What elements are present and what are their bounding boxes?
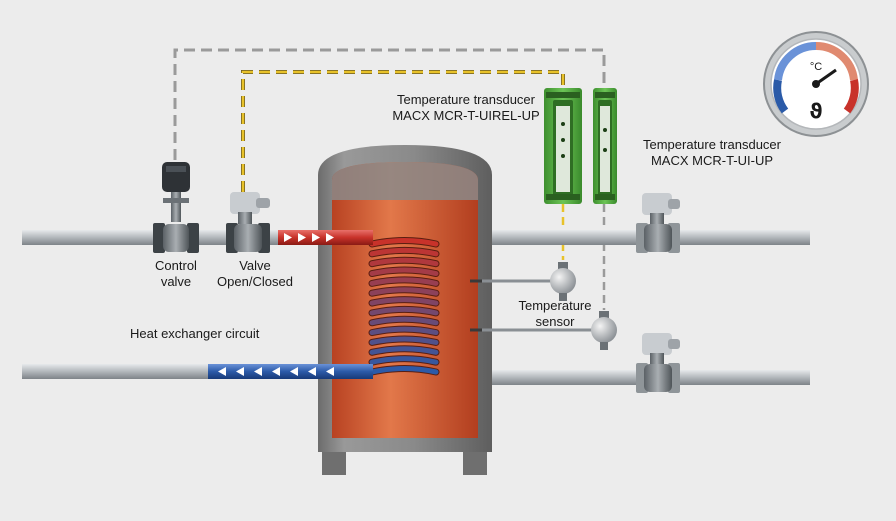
temperature-sensor-label-line2: sensor bbox=[535, 314, 575, 329]
temperature-sensor-label: Temperature sensor bbox=[505, 298, 605, 330]
thermometer-gauge-icon: °C ϑ bbox=[763, 31, 869, 137]
coil-turn bbox=[369, 316, 439, 326]
temperature-sensor-upper bbox=[470, 262, 576, 301]
outlet-valve-bottom bbox=[636, 333, 680, 393]
open-closed-valve-label: Valve Open/Closed bbox=[208, 258, 302, 290]
coil-turn bbox=[369, 247, 439, 257]
heat-exchanger-coil bbox=[368, 237, 440, 376]
cold-return-segment bbox=[208, 364, 373, 379]
gauge-unit: °C bbox=[810, 61, 822, 73]
transducer-module-left bbox=[544, 88, 582, 204]
transducer-module-right bbox=[593, 88, 617, 204]
control-valve-label-line2: valve bbox=[160, 274, 192, 289]
gauge-symbol: ϑ bbox=[809, 99, 822, 123]
transducer-left-label: Temperature transducer MACX MCR-T-UIREL-… bbox=[378, 92, 554, 124]
transducer-left-model: MACX MCR-T-UIREL-UP bbox=[392, 108, 540, 123]
open-closed-valve bbox=[226, 192, 270, 253]
temperature-sensor-lower bbox=[470, 311, 617, 350]
transducer-left-title: Temperature transducer bbox=[396, 92, 535, 107]
open-closed-valve-label-line2: Open/Closed bbox=[217, 274, 293, 289]
outlet-valve-top bbox=[636, 193, 680, 253]
coil-turn bbox=[369, 238, 439, 247]
heat-exchanger-label: Heat exchanger circuit bbox=[130, 326, 260, 341]
control-valve-label-line1: Control bbox=[155, 258, 197, 273]
signal-line-gray-top bbox=[173, 48, 606, 160]
coil-turn bbox=[369, 356, 439, 365]
coil-turn bbox=[369, 336, 439, 345]
control-valve-label: Control valve bbox=[136, 258, 216, 290]
coil-turn bbox=[369, 346, 439, 355]
coil-turn bbox=[369, 277, 439, 286]
transducer-right-label: Temperature transducer MACX MCR-T-UI-UP bbox=[624, 137, 800, 169]
coil-turn bbox=[369, 366, 439, 375]
coil-turn bbox=[369, 326, 439, 336]
hot-supply-segment bbox=[278, 230, 373, 245]
coil-turn bbox=[369, 267, 439, 277]
transducer-right-title: Temperature transducer bbox=[642, 137, 781, 152]
coil-turn bbox=[369, 287, 439, 296]
transducer-right-model: MACX MCR-T-UI-UP bbox=[650, 153, 774, 168]
coil-turn bbox=[369, 306, 439, 316]
control-valve bbox=[153, 162, 199, 253]
coil-turn bbox=[369, 257, 439, 267]
open-closed-valve-label-line1: Valve bbox=[239, 258, 271, 273]
coil-turn bbox=[369, 297, 439, 306]
temperature-sensor-label-line1: Temperature bbox=[518, 298, 592, 313]
